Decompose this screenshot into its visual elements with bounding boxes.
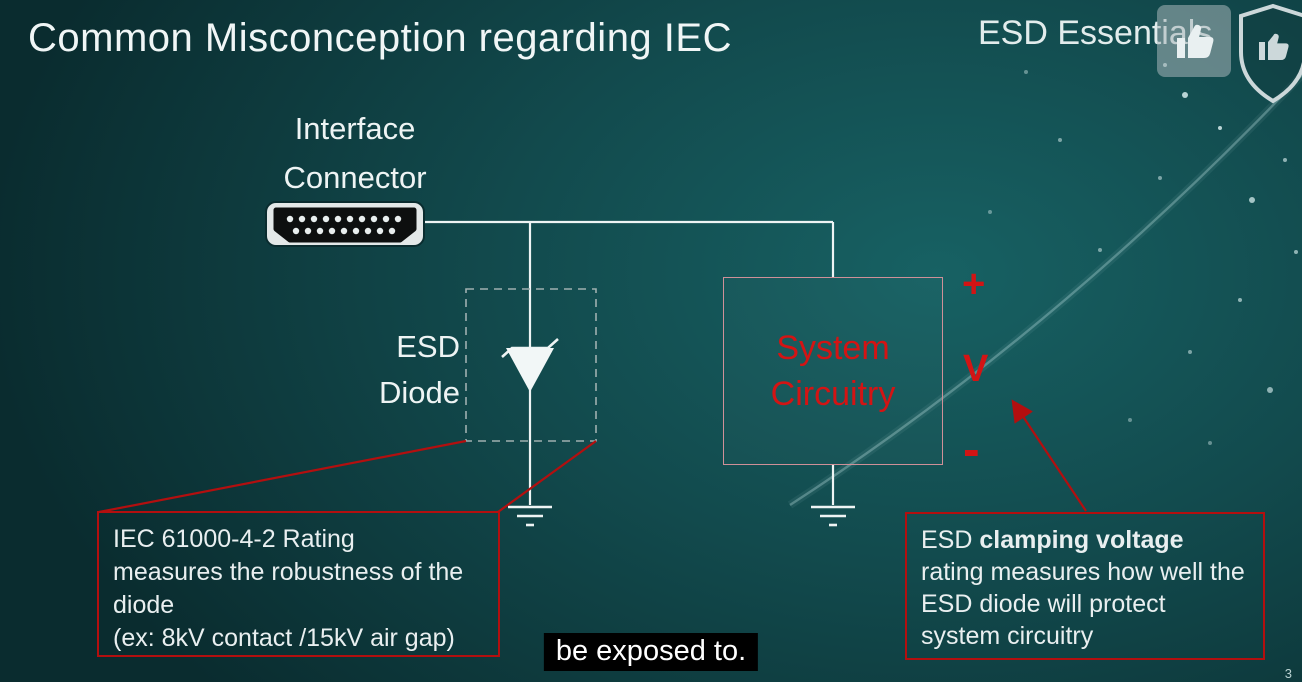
interface-connector-label-line2: Connector	[283, 160, 427, 195]
shield-icon	[1237, 2, 1302, 106]
system-circuitry-label-line2: Circuitry	[770, 375, 896, 413]
interface-connector-label-line1: Interface	[294, 111, 416, 146]
thumbs-up-icon	[1157, 5, 1231, 77]
clamping-callout-line1-bold: clamping voltage	[979, 526, 1184, 554]
clamping-arrow	[1011, 399, 1087, 512]
caption-text: be exposed to.	[555, 635, 747, 667]
iec-callout-box: IEC 61000-4-2 Rating measures the robust…	[97, 511, 500, 657]
esd-diode-symbol	[501, 338, 559, 392]
clamping-callout-line1: ESD clamping voltage	[921, 524, 1249, 556]
iec-callout-line: (ex: 8kV contact /15kV air gap)	[113, 624, 455, 652]
page-title: Common Misconception regarding IEC	[28, 16, 732, 60]
iec-callout-line: measures the robustness of the	[113, 558, 464, 586]
iec-callout-line: diode	[113, 591, 175, 619]
interface-connector-label: Interface Connector	[235, 104, 475, 202]
hdmi-connector-icon	[265, 201, 425, 247]
ground-symbol-left	[508, 505, 552, 527]
voltage-label: V	[963, 348, 989, 390]
system-circuitry-box: System Circuitry	[723, 277, 943, 465]
iec-callout-lines	[98, 439, 597, 514]
system-circuitry-label-line1: System	[776, 329, 890, 367]
page-number: 3	[1284, 666, 1292, 681]
clamping-callout-line: rating measures how well the	[921, 558, 1245, 586]
clamping-callout-line: system circuitry	[921, 622, 1094, 650]
minus-label: -	[963, 421, 980, 477]
esd-diode-label-line2: Diode	[379, 375, 460, 410]
clamping-callout-line1-pre: ESD	[921, 526, 980, 554]
ground-symbol-right	[811, 505, 855, 527]
light-streak	[787, 72, 1302, 509]
iec-callout-line: IEC 61000-4-2 Rating	[113, 525, 355, 553]
clamping-callout-line: ESD diode will protect	[921, 590, 1166, 618]
esd-diode-label: ESD Diode	[320, 324, 460, 416]
clamping-callout-box: ESD clamping voltage rating measures how…	[905, 512, 1265, 660]
esd-diode-label-line1: ESD	[396, 329, 460, 364]
caption-bar: be exposed to.	[543, 633, 759, 671]
sparkles	[988, 63, 1298, 445]
plus-label: +	[962, 262, 986, 306]
